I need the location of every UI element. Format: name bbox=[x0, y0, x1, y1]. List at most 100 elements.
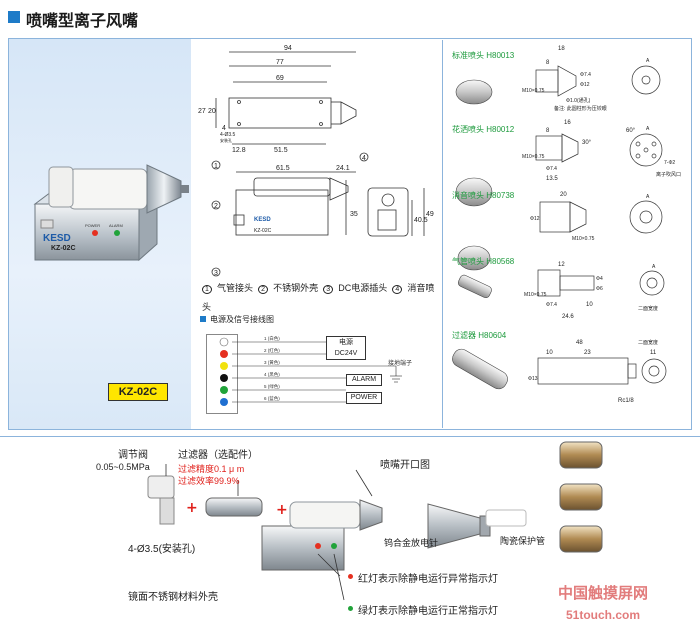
product-photo-panel: KESD KZ-02C POWER ALARM bbox=[9, 39, 191, 429]
nozzle-4-name: 气管喷头 H80568 bbox=[452, 257, 515, 266]
n3-dim-thread: M10×0.75 bbox=[572, 236, 595, 242]
wiring-title: 电源及信号接线图 bbox=[210, 315, 274, 324]
dim-4: 4 bbox=[222, 125, 226, 132]
n3-dim-a: A bbox=[646, 194, 650, 200]
ceramic-tube bbox=[485, 509, 527, 527]
wiring-diagram: 1 (白色) 2 (红色) 3 (黄色) 4 (黑色) 5 (绿色) 6 (蓝色… bbox=[219, 335, 402, 406]
n2-dim-8: 8 bbox=[546, 128, 550, 134]
nozzle-drawings: 18 8 M10×0.75 Φ7.4 Φ12 Φ1.0(通孔) A 备注: 此圆… bbox=[452, 46, 681, 404]
green-light-label: 绿灯表示除静电运行正常指示灯 bbox=[358, 606, 498, 617]
red-light-label: 红灯表示除静电运行异常指示灯 bbox=[358, 574, 498, 585]
n1-note: 备注: 此圆柱形为压铰眼 bbox=[554, 105, 607, 112]
n5-dim-phi13: Φ13 bbox=[528, 376, 538, 382]
n2-dim-30deg: 30° bbox=[582, 140, 592, 146]
dim-hole-note: 安装孔 bbox=[220, 137, 232, 143]
dim-12-8: 12.8 bbox=[232, 147, 246, 154]
n1-dim-phi74: Φ7.4 bbox=[580, 72, 591, 78]
n2-note: 离子吹风口 bbox=[656, 171, 681, 178]
product-photo bbox=[33, 164, 189, 262]
wire-dot-3 bbox=[220, 362, 228, 370]
wire-label-2: 2 (红色) bbox=[264, 347, 280, 353]
alarm-box: ALARM bbox=[346, 374, 382, 386]
n1-dim-thread: M10×0.75 bbox=[522, 88, 545, 94]
dimension-drawings: 94 77 69 27 20 4 4-Ø3.5 安装孔 12.8 51.5 61… bbox=[198, 45, 434, 277]
watermark-line-1: 中国触摸屏网 bbox=[558, 585, 649, 602]
watermark-line-2: 51touch.com bbox=[566, 608, 641, 622]
nozzle-2-name: 花洒喷头 H80012 bbox=[452, 125, 515, 134]
n4-dim-phi6: Φ6 bbox=[596, 286, 603, 292]
n5-note: 二面宽度 bbox=[638, 339, 658, 346]
n2-dim-16: 16 bbox=[564, 120, 571, 126]
dim-51-5: 51.5 bbox=[274, 147, 288, 154]
n1-dim-phi12: Φ12 bbox=[580, 82, 590, 88]
wire-dot-1 bbox=[219, 337, 229, 347]
callout-2: 2 bbox=[214, 203, 218, 210]
n4-dim-a: A bbox=[652, 264, 656, 270]
ceramic-label: 陶瓷保护管 bbox=[500, 536, 546, 546]
n5-dim-48: 48 bbox=[576, 340, 583, 346]
n2-dim-thread: M10×0.75 bbox=[522, 154, 545, 160]
filter-efficiency: 过滤效率99.9% bbox=[178, 476, 240, 486]
legend-num-1: 1 bbox=[202, 285, 212, 294]
n2-dim-a: A bbox=[646, 126, 650, 132]
wire-label-1: 1 (白色) bbox=[264, 335, 280, 342]
dim-69: 69 bbox=[276, 75, 284, 82]
device-power-label: POWER bbox=[85, 223, 101, 228]
wire-label-4: 4 (黑色) bbox=[264, 371, 280, 378]
n2-dim-13-5: 13.5 bbox=[546, 176, 558, 182]
valve-label: 调节阀 bbox=[118, 450, 148, 461]
plus-sign-1: + bbox=[186, 500, 198, 516]
regulator-valve bbox=[147, 475, 175, 499]
n5-dim-10: 10 bbox=[546, 350, 553, 356]
legend-item-3: DC电源插头 bbox=[338, 283, 388, 293]
wire-dot-2 bbox=[220, 350, 228, 358]
title-marker bbox=[8, 11, 20, 23]
device-brand: KESD bbox=[43, 233, 71, 244]
shell-label: 镜面不锈钢材料外壳 bbox=[128, 592, 218, 603]
dim-24-1: 24.1 bbox=[336, 165, 350, 172]
n4-dim-12: 12 bbox=[558, 262, 565, 268]
n4-note: 二面宽度 bbox=[638, 305, 658, 312]
ground-label: 接地端子 bbox=[388, 361, 413, 367]
n5-dim-11: 11 bbox=[650, 350, 657, 356]
device-body bbox=[261, 525, 345, 571]
dim-40-5: 40.5 bbox=[414, 217, 428, 224]
power-box-line-1: 电源 bbox=[339, 339, 353, 346]
holes-label: 4-Ø3.5(安装孔) bbox=[128, 544, 196, 555]
legend-item-2: 不锈钢外壳 bbox=[273, 283, 319, 293]
wire-label-5: 5 (绿色) bbox=[264, 383, 280, 389]
n4-dim-10: 10 bbox=[586, 302, 593, 308]
device-model: KZ-02C bbox=[51, 245, 76, 252]
panel-divider bbox=[442, 40, 443, 428]
valve-range: 0.05~0.5MPa bbox=[96, 462, 150, 472]
wire-dot-5 bbox=[220, 386, 228, 394]
legend-num-2: 2 bbox=[258, 285, 269, 294]
dim-hole: 4-Ø3.5 bbox=[220, 132, 236, 138]
n4-dim-phi4: Φ4 bbox=[596, 276, 603, 282]
model-badge: KZ-02C bbox=[108, 383, 168, 401]
filter-precision: 过滤精度0.1 μ m bbox=[178, 464, 245, 474]
drawing-brand: KESD bbox=[254, 217, 271, 223]
red-dot bbox=[348, 574, 353, 579]
n2-dim-phi74: Φ7.4 bbox=[546, 166, 557, 172]
dim-49: 49 bbox=[426, 211, 434, 218]
nozzle-3-name: 消音喷头 H80738 bbox=[452, 191, 515, 200]
wire-label-6: 6 (蓝色) bbox=[264, 395, 280, 401]
wire-dot-6 bbox=[220, 398, 228, 406]
n2-dim-60deg: 60° bbox=[626, 128, 636, 134]
legend-num-3: 3 bbox=[323, 285, 334, 294]
power-supply-box: 电源 DC24V bbox=[326, 336, 366, 360]
n5-dim-23: 23 bbox=[584, 350, 591, 356]
n1-dim-hole: Φ1.0(通孔) bbox=[566, 97, 591, 104]
dim-20: 20 bbox=[208, 108, 216, 115]
wire-label-3: 3 (黄色) bbox=[264, 359, 280, 366]
wire-dot-4 bbox=[220, 374, 228, 382]
callout-1: 1 bbox=[214, 163, 218, 170]
drawing-model: KZ-02C bbox=[254, 228, 272, 234]
spec-frame bbox=[8, 38, 692, 430]
assembly-section bbox=[0, 436, 700, 634]
needle-label: 钨合金放电针 bbox=[384, 538, 439, 548]
dim-27: 27 bbox=[198, 108, 206, 115]
n1-dim-8: 8 bbox=[546, 60, 550, 66]
device-alarm-label: ALARM bbox=[109, 223, 123, 228]
